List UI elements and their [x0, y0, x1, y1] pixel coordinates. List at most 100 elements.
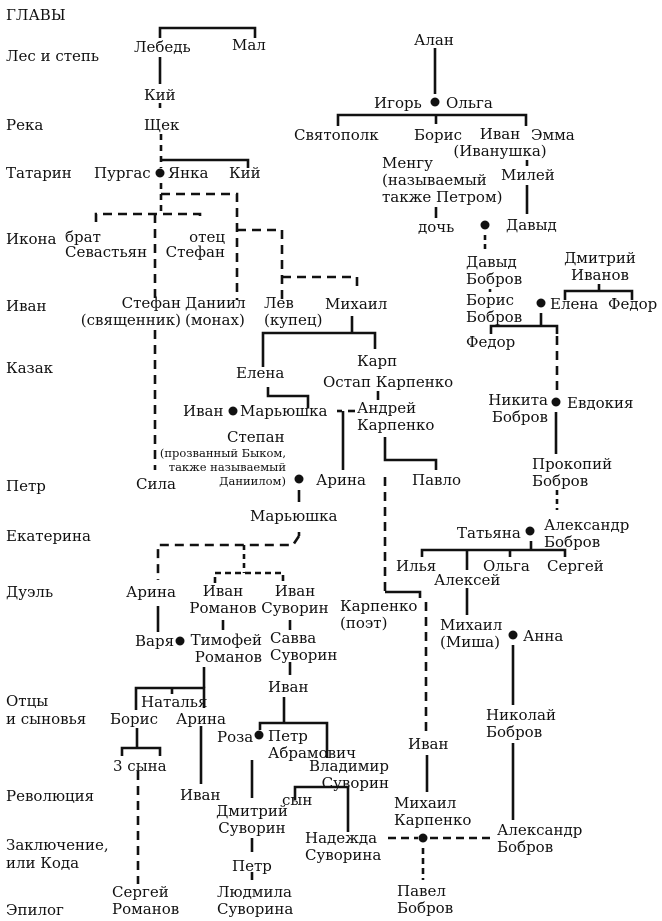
person-svyatopolk: Святополк [294, 126, 379, 144]
marriage-dot-varya-timofey [175, 636, 185, 646]
marriage-dot-nikita-evdokiya [551, 397, 561, 407]
line-yanka-kiy [161, 158, 250, 168]
person-stepan-note: (прозванный Быком, также называемый Дани… [159, 446, 286, 488]
marriage-dot-mikhail-anna [508, 630, 518, 640]
person-miley: Милей [501, 166, 555, 184]
person-igor: Игорь [374, 94, 422, 112]
line-tatyana-children [420, 548, 567, 557]
person-davyd-bobrov: Давыд Бобров [466, 253, 523, 288]
marriage-dot-mikhail-karpenko [418, 833, 428, 843]
line-igor-children [336, 113, 528, 126]
person-shchek: Щек [144, 116, 180, 134]
person-anna: Анна [523, 627, 564, 645]
person-roza: Роза [217, 728, 254, 746]
line-elena-maryushka [266, 387, 310, 408]
marriage-dot-tatyana-aleksandr [525, 526, 535, 536]
marriage-dot-igor-olga [430, 97, 440, 107]
person-doch: дочь [418, 218, 455, 236]
person-karpenko-poet: Карпенко (поэт) [340, 597, 418, 632]
person-sergey: Сергей [547, 557, 604, 575]
person-arina-3: Арина [176, 710, 226, 728]
line-vladimir-children [293, 785, 350, 832]
person-ivan-ivanushka: Иван (Иванушка) [453, 125, 547, 160]
chapter-zaklyuchenie: Заключение, или Кода [6, 836, 109, 872]
line-ivan3-children [258, 721, 329, 758]
person-savva-suvorin: Савва Суворин [270, 629, 338, 664]
person-lebed: Лебедь [134, 38, 191, 56]
chapter-reka: Река [6, 116, 44, 134]
line-three-sons [120, 746, 162, 756]
person-arina-2: Арина [126, 583, 176, 601]
person-tatyana: Татьяна [457, 524, 521, 542]
person-alan: Алан [414, 31, 454, 49]
person-sila: Сила [136, 475, 176, 493]
chapter-petr: Петр [6, 477, 46, 495]
chapter-ekaterina: Екатерина [6, 527, 91, 545]
chapter-ottsy-i-synovya: Отцы и сыновья [6, 692, 87, 728]
line-elena-karp [261, 331, 377, 367]
person-prokopiy-bobrov: Прокопий Бобров [532, 455, 613, 490]
person-nikita-bobrov: Никита Бобров [488, 391, 548, 426]
line-sevastyan-stefan [94, 212, 202, 222]
marriage-dot-boris-elena [536, 298, 546, 308]
person-son: сын [282, 791, 313, 809]
chapter-duel: Дуэль [6, 583, 54, 601]
person-nikolay-bobrov: Николай Бобров [486, 706, 556, 741]
person-ivan-4: Иван [180, 786, 221, 804]
chapter-ivan: Иван [6, 297, 47, 315]
person-natalya: Наталья [141, 693, 208, 711]
person-evdokiya: Евдокия [567, 394, 634, 412]
line-timofey-children [134, 686, 206, 710]
person-maryushka-1: Марьюшка [240, 402, 328, 420]
marriage-dot-doch-davyd [480, 220, 490, 230]
person-ostap-karpenko: Остап Карпенко [323, 373, 454, 391]
person-lev-merchant: Лев (купец) [264, 294, 323, 329]
person-dmitriy-suvorin: Дмитрий Суворин [216, 802, 288, 837]
person-boris-bobrov: Борис Бобров [466, 291, 523, 326]
line-andrey-pavlo [383, 437, 438, 470]
chapter-revolyutsiya: Революция [6, 787, 95, 805]
person-three-sons: 3 сына [113, 757, 167, 775]
chapter-tatarin: Татарин [6, 164, 72, 182]
person-ivan-suvorin: Иван Суворин [261, 582, 329, 617]
person-vladimir-suvorin: Владимир Суворин [309, 757, 389, 792]
person-maryushka-2: Марьюшка [250, 507, 338, 525]
chapter-ikona: Икона [6, 230, 57, 248]
person-otets-stefan: отец Стефан [165, 228, 225, 261]
person-mengu: Менгу (называемый также Петром) [382, 154, 503, 206]
person-ilya: Илья [396, 557, 437, 575]
person-petr-abramovich: Петр Абрамович [268, 727, 356, 762]
person-boris-1: Борис [414, 126, 463, 144]
person-purgas: Пургас [94, 164, 151, 182]
person-yanka: Янка [168, 164, 209, 182]
person-elena-1: Елена [236, 364, 285, 382]
person-aleksandr-bobrov-1: Александр Бобров [544, 516, 630, 551]
person-kiy-1: Кий [144, 86, 176, 104]
person-pavlo: Павло [412, 471, 462, 489]
person-mikhail-karpenko: Михаил Карпенко [394, 794, 472, 829]
person-stepan: Степан [227, 428, 285, 446]
person-kiy-2: Кий [229, 164, 261, 182]
person-timofey-romanov: Тимофей Романов [190, 631, 262, 666]
person-boris-2: Борис [110, 710, 159, 728]
chapters-header: ГЛАВЫ [6, 6, 66, 24]
person-lyudmila-suvorina: Людмила Суворина [217, 883, 294, 918]
person-davyd: Давыд [506, 216, 557, 234]
person-mikhail: Михаил [325, 295, 388, 313]
person-aleksey: Алексей [434, 571, 501, 589]
person-varya: Варя [135, 632, 175, 650]
line-lev-mikhail [282, 275, 359, 288]
line-ivan-romanov-suvorin [213, 571, 285, 583]
marriage-dot-roza-petr [254, 730, 264, 740]
person-andrey-karpenko: Андрей Карпенко [357, 399, 435, 434]
line-boris-children [489, 324, 559, 334]
person-ivan-5: Иван [408, 735, 449, 753]
person-mikhail-misha: Михаил (Миша) [440, 616, 503, 651]
line-to-karpenko-poet [385, 590, 422, 598]
marriage-dot-ivan-maryushka [228, 406, 238, 416]
chapter-epilog: Эпилог [6, 901, 64, 919]
marriage-dot-purgas-yanka [155, 168, 165, 178]
person-emma: Эмма [531, 126, 575, 144]
person-elena-2: Елена [550, 295, 599, 313]
